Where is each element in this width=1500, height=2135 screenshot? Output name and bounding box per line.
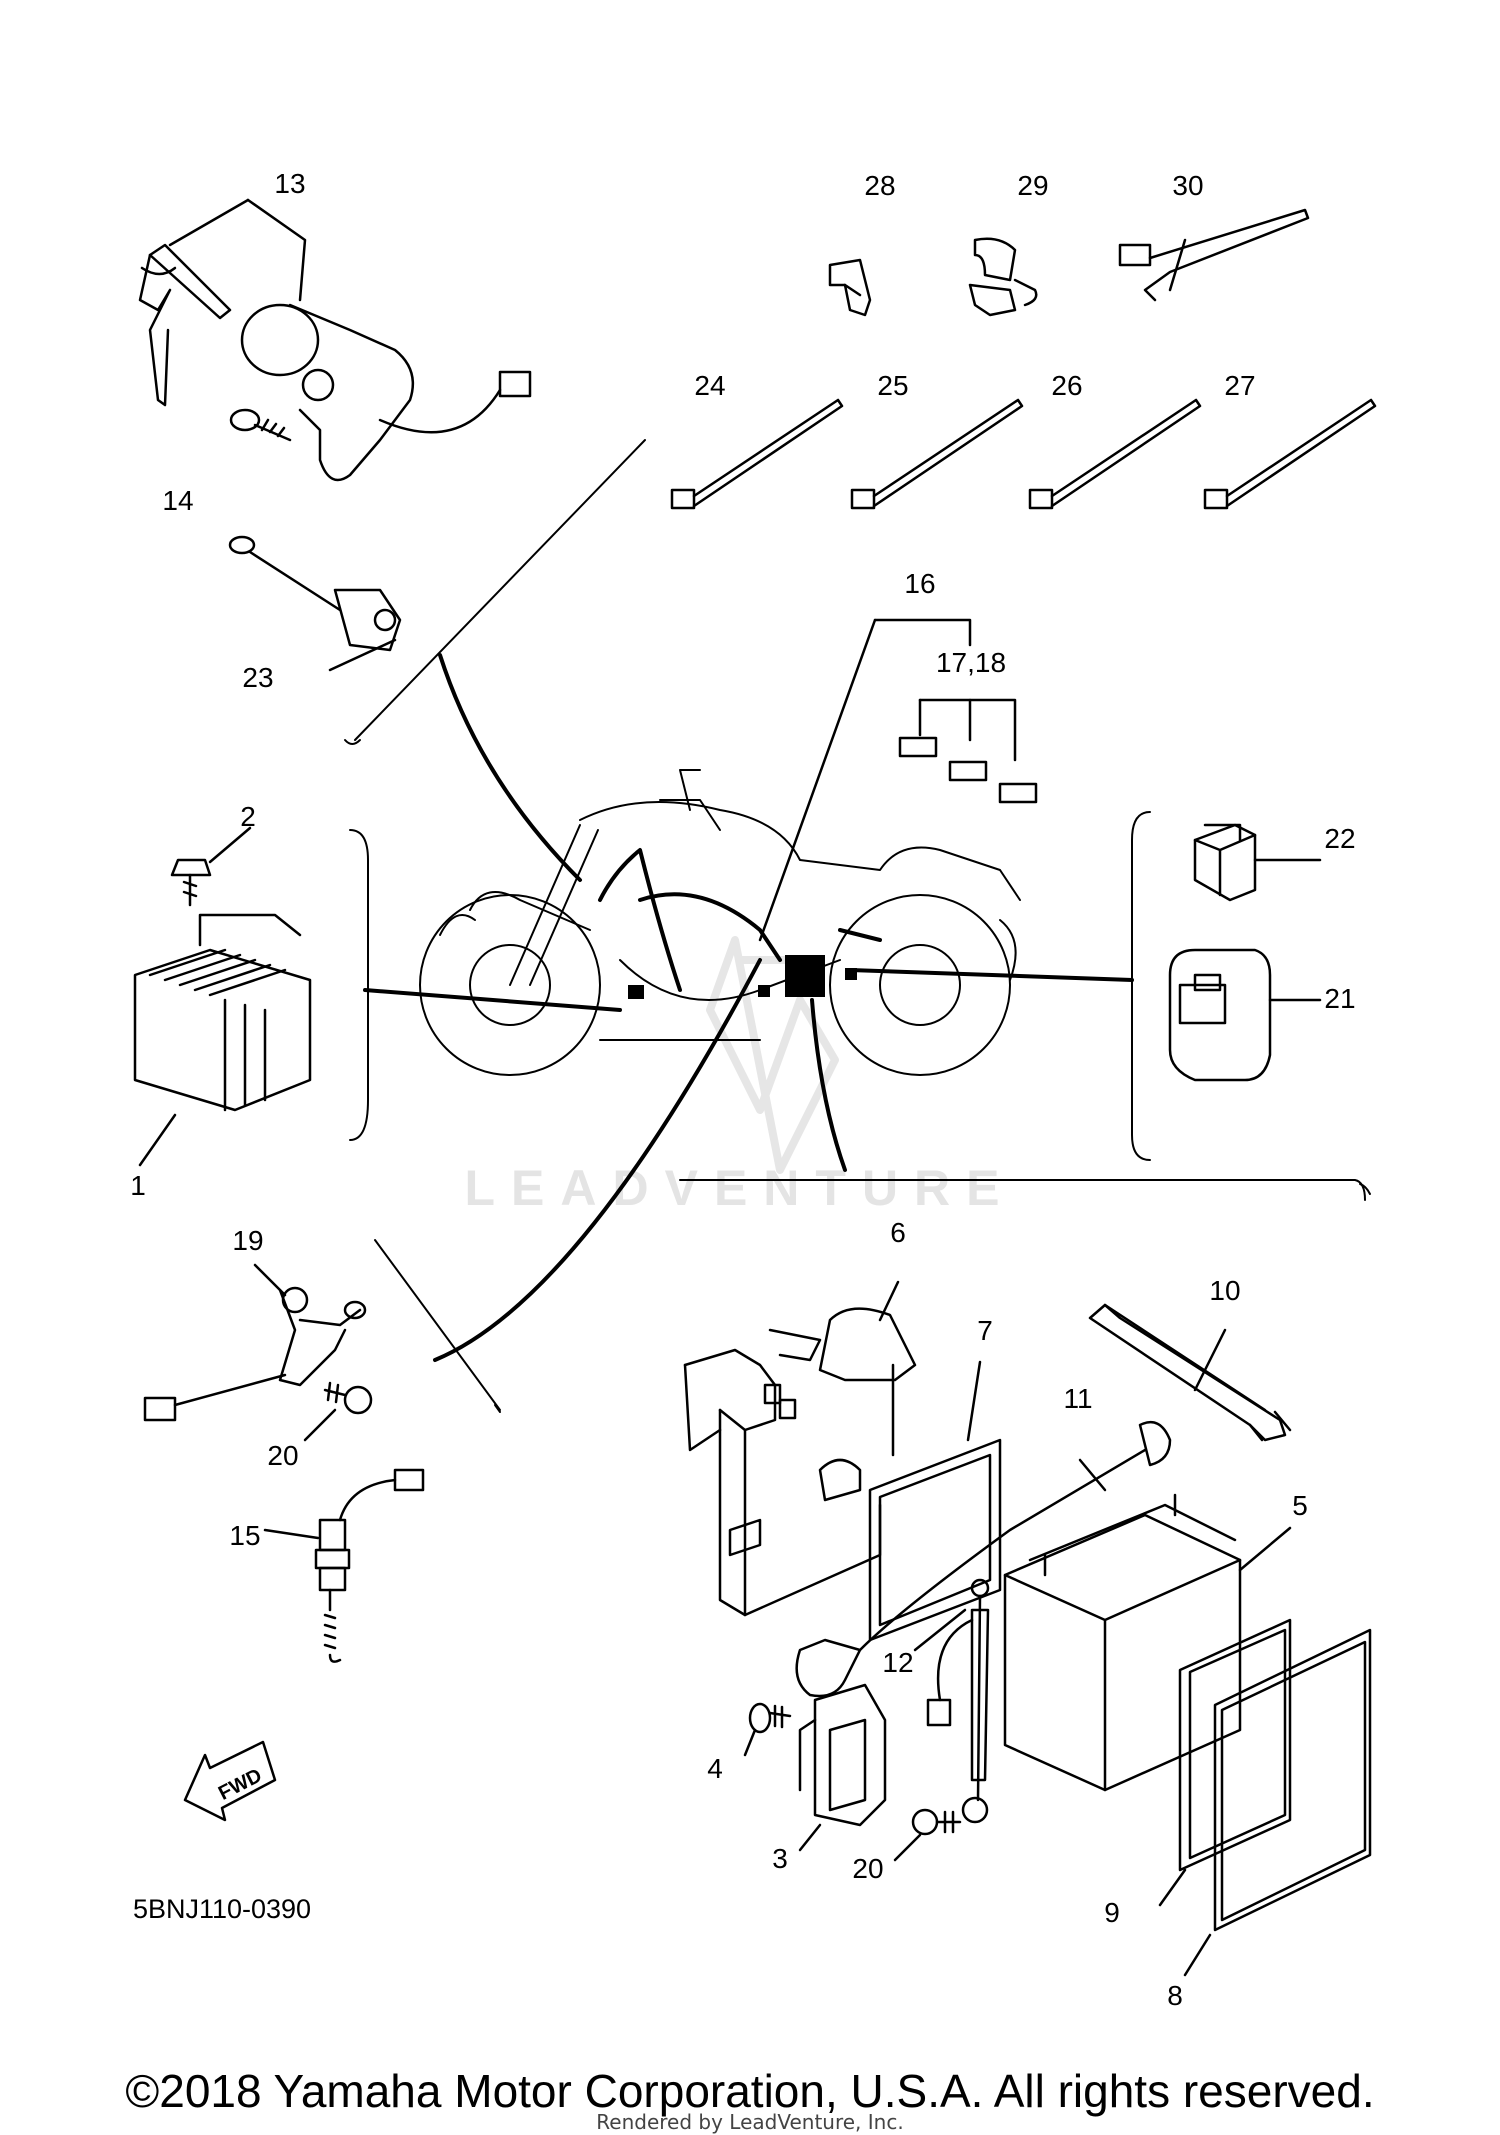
callout-9: 9 bbox=[1104, 1897, 1120, 1928]
callout-30: 30 bbox=[1172, 170, 1203, 201]
part-14-screw[interactable] bbox=[229, 408, 292, 442]
diagram-code: 5BNJ110-0390 bbox=[133, 1894, 311, 1924]
callout-3: 3 bbox=[772, 1843, 788, 1874]
callout-6: 6 bbox=[890, 1217, 906, 1248]
part-11-lead-wire[interactable] bbox=[795, 1420, 1172, 1698]
part-2-bolt[interactable] bbox=[170, 826, 252, 907]
part-19-sensor[interactable] bbox=[143, 1263, 367, 1422]
fwd-arrow-icon bbox=[183, 1740, 277, 1822]
part-10-strap[interactable] bbox=[1088, 1303, 1292, 1442]
part-4-bolt[interactable] bbox=[743, 1702, 792, 1757]
harness-connector bbox=[628, 985, 644, 999]
part-3-starter-relay[interactable] bbox=[798, 1683, 887, 1852]
part-23-sensor[interactable] bbox=[228, 535, 402, 672]
part-25-cable-tie[interactable] bbox=[850, 398, 1024, 510]
part-22-relay[interactable] bbox=[1193, 823, 1322, 902]
callout-14: 14 bbox=[162, 485, 193, 516]
callout-4: 4 bbox=[707, 1753, 723, 1784]
callout-20-right: 20 bbox=[852, 1853, 883, 1884]
callout-23: 23 bbox=[242, 662, 273, 693]
callout-22: 22 bbox=[1324, 823, 1355, 854]
part-26-cable-tie[interactable] bbox=[1028, 398, 1202, 510]
callout-1: 1 bbox=[130, 1170, 146, 1201]
part-9-pad[interactable] bbox=[1158, 1618, 1292, 1907]
callout-28: 28 bbox=[864, 170, 895, 201]
callout-19: 19 bbox=[232, 1225, 263, 1256]
harness-connector bbox=[758, 985, 770, 997]
part-15-neutral-switch[interactable] bbox=[263, 1468, 425, 1663]
wire-harness bbox=[598, 848, 882, 992]
part-7-plate[interactable] bbox=[868, 1360, 1002, 1642]
callout-12: 12 bbox=[882, 1647, 913, 1678]
part-12-cable[interactable] bbox=[913, 1578, 990, 1824]
callout-7: 7 bbox=[977, 1315, 993, 1346]
copyright-notice: ©2018 Yamaha Motor Corporation, U.S.A. A… bbox=[125, 2065, 1375, 2117]
part-13-main-switch[interactable] bbox=[138, 198, 532, 482]
callout-8: 8 bbox=[1167, 1980, 1183, 2011]
part-17-18-fuses[interactable] bbox=[898, 698, 1038, 804]
callout-16: 16 bbox=[904, 568, 935, 599]
watermark-text: LEADVENTURE bbox=[464, 1160, 1015, 1216]
rendered-by-credit: Rendered by LeadVenture, Inc. bbox=[596, 2110, 904, 2134]
harness-block bbox=[785, 955, 825, 997]
callout-27: 27 bbox=[1224, 370, 1255, 401]
callout-29: 29 bbox=[1017, 170, 1048, 201]
callout-24: 24 bbox=[694, 370, 725, 401]
part-5-battery[interactable] bbox=[1003, 1493, 1292, 1792]
callout-21: 21 bbox=[1324, 983, 1355, 1014]
callout-26: 26 bbox=[1051, 370, 1082, 401]
callout-5: 5 bbox=[1292, 1490, 1308, 1521]
part-8-pad[interactable] bbox=[1183, 1628, 1372, 1977]
part-20-screw-left[interactable] bbox=[303, 1381, 373, 1442]
leader-lines bbox=[344, 439, 1371, 1413]
part-29-clamp[interactable] bbox=[968, 237, 1038, 317]
part-27-cable-tie[interactable] bbox=[1203, 398, 1377, 510]
callout-10: 10 bbox=[1209, 1275, 1240, 1306]
part-20-screw-right[interactable] bbox=[893, 1808, 962, 1862]
callout-11: 11 bbox=[1063, 1383, 1092, 1414]
part-24-cable-tie[interactable] bbox=[670, 398, 844, 510]
callout-13: 13 bbox=[274, 168, 305, 199]
part-21-control-unit[interactable] bbox=[1168, 948, 1322, 1082]
callout-20-left: 20 bbox=[267, 1440, 298, 1471]
motorcycle-outline bbox=[419, 769, 1021, 1076]
callout-15: 15 bbox=[229, 1520, 260, 1551]
part-30-band-clip[interactable] bbox=[1118, 208, 1310, 302]
callout-25: 25 bbox=[877, 370, 908, 401]
callout-17-18: 17,18 bbox=[936, 647, 1006, 678]
part-1-rectifier[interactable] bbox=[133, 913, 312, 1167]
callout-2: 2 bbox=[240, 801, 256, 832]
part-28-clip[interactable] bbox=[828, 258, 872, 317]
